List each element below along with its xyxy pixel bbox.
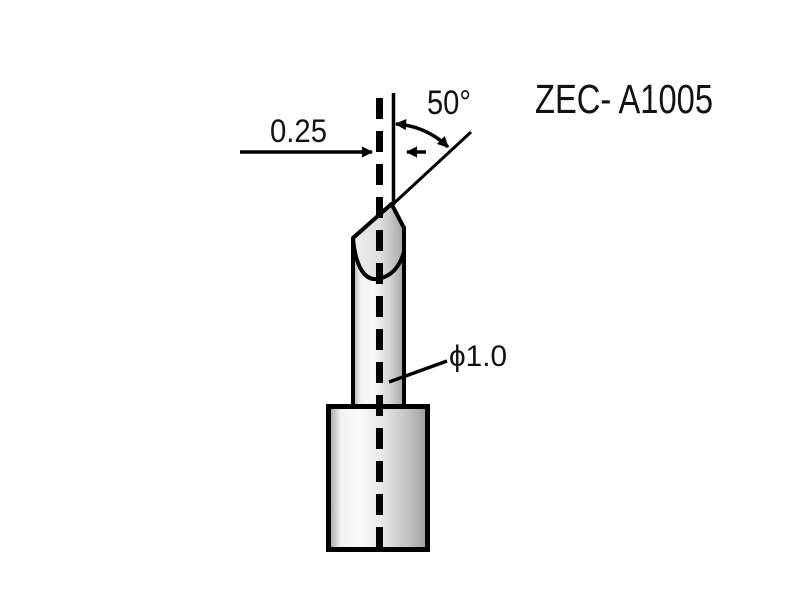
tip-width-label: 0.25 xyxy=(270,113,327,149)
diameter-leader-line xyxy=(388,359,448,384)
tip-angle-arc xyxy=(394,118,450,149)
shaft-diameter-label: ϕ1.0 xyxy=(449,340,507,373)
cutting-edge-extension-line xyxy=(389,130,473,208)
model-number-title: ZEC- A1005 xyxy=(535,76,713,122)
tip-angle-label: 50° xyxy=(427,84,471,122)
